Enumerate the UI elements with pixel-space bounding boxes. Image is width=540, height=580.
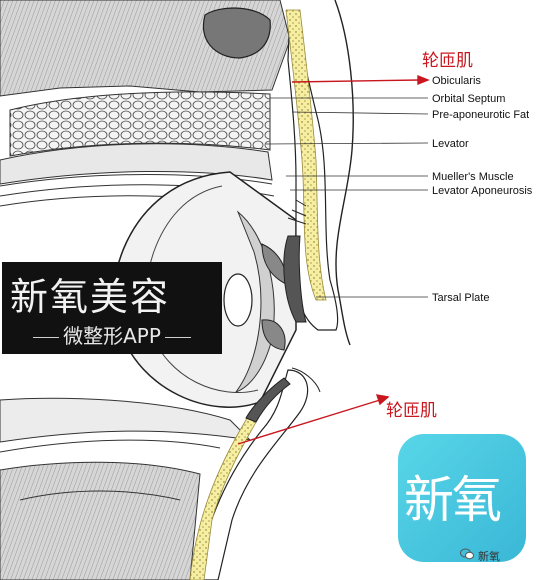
label-levator: Levator	[432, 138, 469, 150]
lower-eyelid-skin	[195, 369, 309, 580]
label-mueller-muscle: Mueller's Muscle	[432, 171, 514, 183]
watermark-banner: 新氧美容 微整形APP	[2, 262, 222, 354]
preaponeurotic-fat	[9, 91, 271, 157]
red-label-upper: 轮匝肌	[422, 51, 473, 71]
app-logo-icon: 新氧	[398, 434, 526, 562]
watermark-subtitle: 微整形APP	[2, 320, 222, 349]
frontal-sinus	[202, 7, 271, 59]
app-logo-text: 新氧	[404, 471, 502, 529]
label-tarsal-plate: Tarsal Plate	[432, 292, 489, 304]
levator-muscle	[0, 143, 273, 185]
lower-tarsus	[245, 377, 291, 423]
tarsal-plate	[283, 235, 307, 323]
label-pre-aponeurotic-fat: Pre-aponeurotic Fat	[432, 109, 529, 121]
red-label-lower: 轮匝肌	[386, 401, 437, 421]
watermark-title: 新氧美容	[10, 275, 171, 319]
label-obicularis: Obicularis	[432, 75, 481, 87]
credit-label: 新氧	[478, 550, 500, 563]
wechat-icon	[460, 548, 474, 560]
red-arrows	[237, 74, 430, 445]
label-orbital-septum: Orbital Septum	[432, 93, 505, 105]
lens	[223, 273, 253, 327]
label-levator-aponeurosis: Levator Aponeurosis	[432, 185, 533, 197]
lower-bone	[0, 461, 201, 580]
leader-lines	[265, 97, 429, 298]
